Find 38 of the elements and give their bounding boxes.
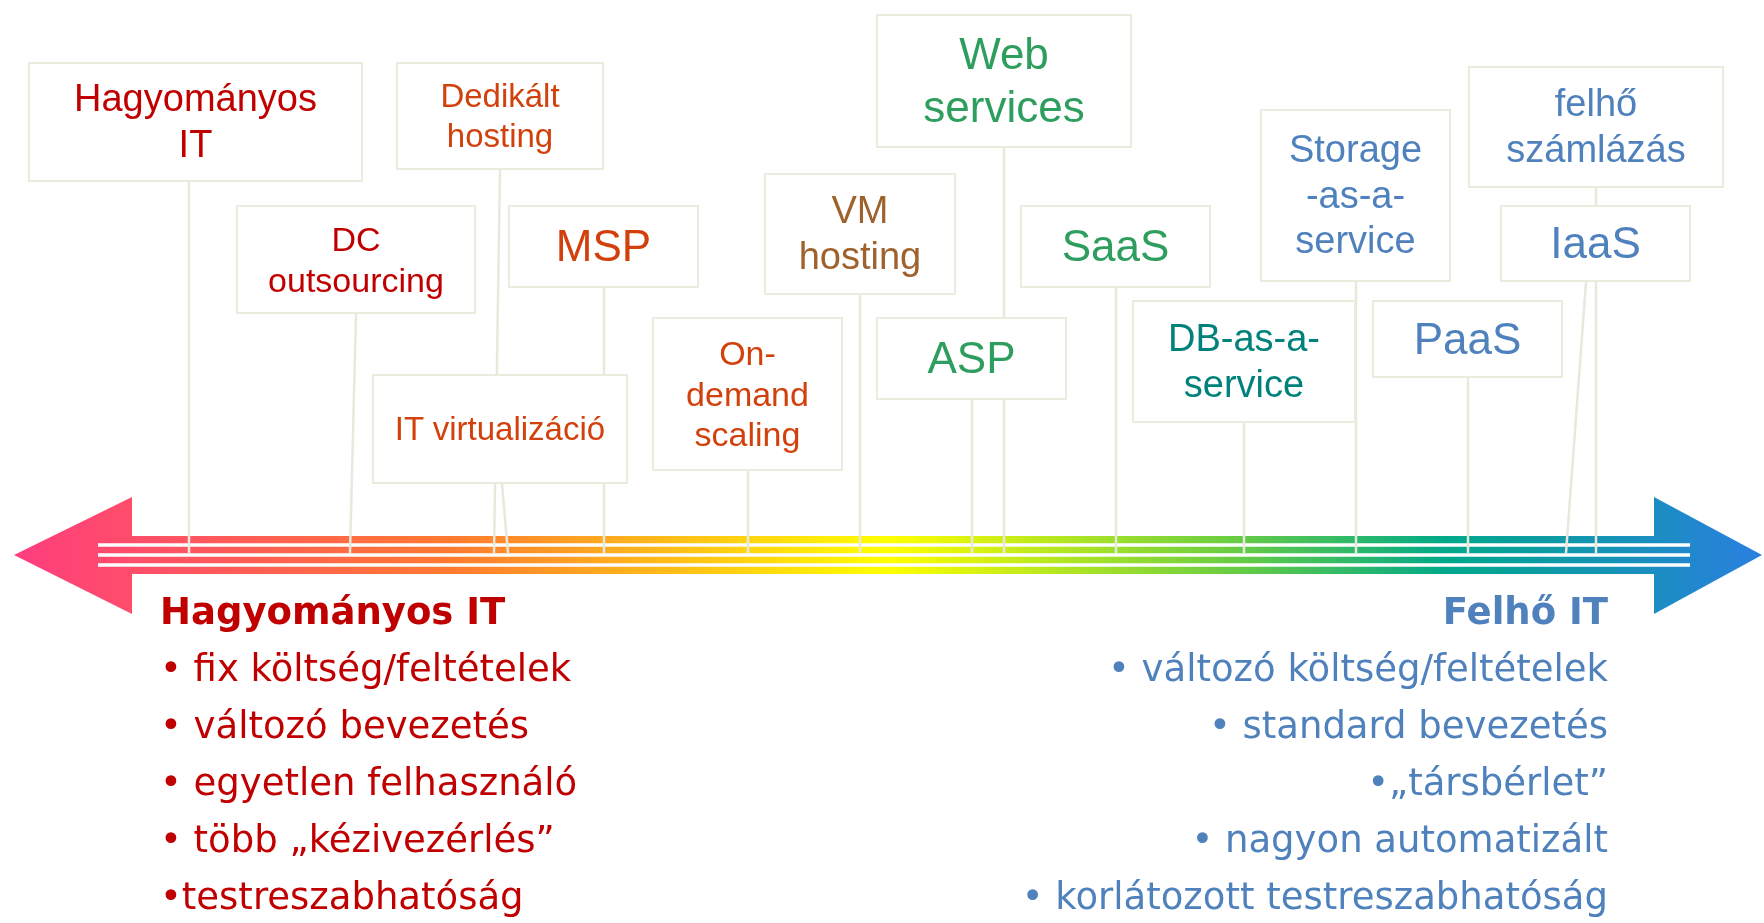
leader-line: [187, 182, 191, 553]
term-box: DB-as-a-service: [1132, 300, 1356, 423]
section-heading: Hagyományos IT: [160, 590, 506, 633]
term-box: SaaS: [1020, 205, 1211, 288]
term-box: PaaS: [1372, 300, 1563, 378]
leader-line: [746, 471, 750, 553]
bullet-text: •„társbérlet”: [1367, 761, 1608, 804]
section-heading: Felhő IT: [1442, 590, 1608, 633]
term-box: Web services: [876, 14, 1132, 148]
leader-line: [1466, 378, 1470, 553]
leader-line: [348, 313, 358, 554]
bullet-text: • standard bevezetés: [1208, 704, 1608, 747]
term-box: Dedikált hosting: [396, 62, 604, 170]
term-box: Hagyományos IT: [28, 62, 363, 182]
leader-line: [858, 295, 862, 553]
leader-line: [1564, 281, 1588, 554]
leader-line: [1114, 288, 1118, 553]
bullet-text: • változó bevezetés: [160, 704, 530, 747]
term-box: felhő számlázás: [1468, 66, 1724, 188]
term-box: VM hosting: [764, 173, 956, 295]
term-box: On-demand scaling: [652, 317, 843, 471]
bullet-text: • fix költség/feltételek: [160, 647, 572, 690]
bullet-text: • korlátozott testreszabhatóság: [1021, 875, 1608, 918]
term-box: IaaS: [1500, 205, 1691, 282]
leader-line: [1242, 423, 1246, 553]
term-box: ASP: [876, 317, 1067, 400]
bullet-text: • több „kézivezérlés”: [160, 818, 555, 861]
term-box: MSP: [508, 205, 699, 288]
term-box: IT virtualizáció: [372, 374, 628, 484]
term-box: DC outsourcing: [236, 205, 476, 314]
leader-line: [500, 483, 510, 554]
bullet-text: • egyetlen felhasználó: [160, 761, 578, 804]
bullet-text: •testreszabhatóság: [160, 875, 524, 918]
term-box: Storage -as-a-service: [1260, 109, 1451, 282]
bullet-text: • változó költség/feltételek: [1108, 647, 1608, 690]
leader-line: [970, 400, 974, 553]
bullet-text: • nagyon automatizált: [1191, 818, 1608, 861]
leader-line: [1354, 282, 1358, 553]
